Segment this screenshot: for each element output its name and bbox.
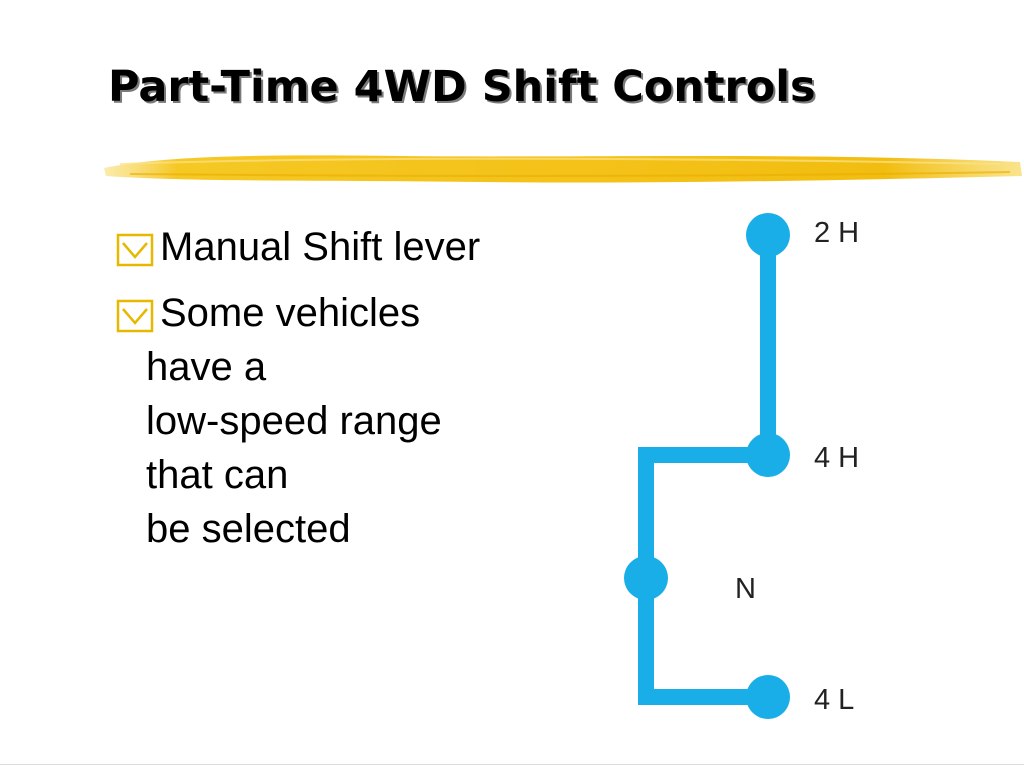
slide-title: Part-Time 4WD Shift Controls: [108, 62, 816, 112]
checkbox-chevron-icon: [116, 299, 154, 333]
title-underline-brush-stroke: [104, 155, 1022, 183]
shift-position-2h-label: 2 H: [814, 217, 859, 249]
bullet-text-line: low-speed range: [146, 399, 442, 443]
shift-position-2h-dot: [746, 213, 790, 257]
bullet-text: Manual Shift lever: [160, 225, 481, 269]
shift-position-4h-dot: [746, 433, 790, 477]
shift-position-4l-label: 4 L: [814, 684, 854, 716]
bullet-list: Manual Shift lever Some vehicles have a …: [116, 220, 586, 568]
checkbox-chevron-icon: [116, 233, 154, 267]
bullet-text: Some vehicles: [160, 291, 421, 335]
bullet-text-line: have a: [146, 345, 267, 389]
shift-position-n-dot: [624, 556, 668, 600]
bottom-divider: [0, 764, 1024, 765]
bullet-text-line: be selected: [146, 507, 351, 551]
shift-pattern-diagram: 2 H 4 H N 4 L: [624, 213, 859, 719]
shift-gate-path: [638, 235, 776, 705]
bullet-item-manual-shift: Manual Shift lever: [116, 220, 586, 274]
shift-position-n-label: N: [735, 573, 756, 605]
shift-position-4l-dot: [746, 675, 790, 719]
shift-position-4h-label: 4 H: [814, 442, 859, 474]
bullet-text-line: that can: [146, 453, 289, 497]
bullet-item-low-speed-range: Some vehicles have a low-speed range tha…: [116, 286, 586, 556]
